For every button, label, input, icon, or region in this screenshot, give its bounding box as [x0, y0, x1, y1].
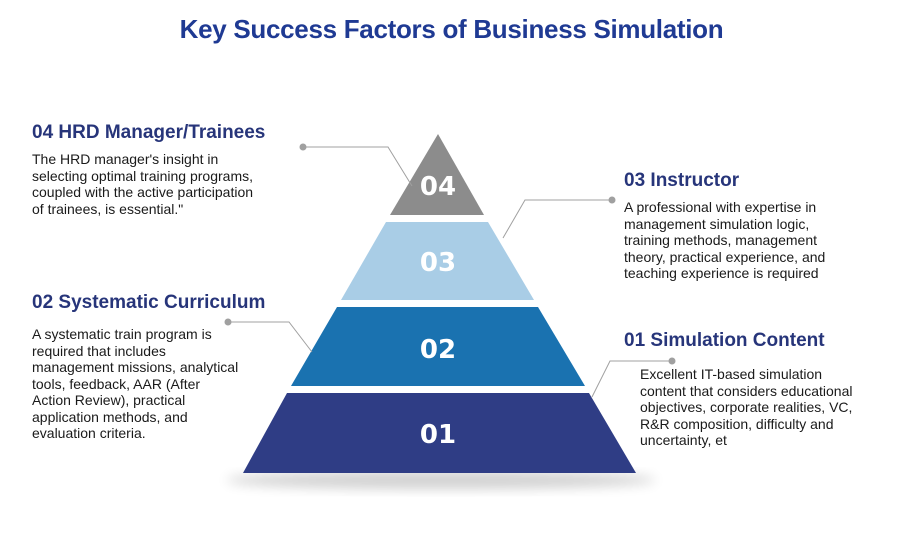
heading-03: 03 Instructor	[624, 170, 740, 191]
heading-04: 04 HRD Manager/Trainees	[32, 122, 266, 143]
description-line: application methods, and	[32, 408, 188, 425]
tier-01-label: 01	[420, 420, 456, 450]
connector-04	[299, 143, 413, 187]
description-line: Action Review), practical	[32, 392, 186, 408]
connector-02	[224, 318, 313, 353]
description-line: Excellent IT-based simulation	[640, 366, 823, 382]
info-block-03: 03 Instructor A professional with expert…	[624, 170, 825, 282]
description-line: A professional with expertise in	[624, 199, 817, 215]
description-line: selecting optimal training programs,	[32, 167, 253, 184]
tier-04-label: 04	[420, 172, 456, 202]
tier-04-shape	[390, 134, 484, 215]
tier-03-shape	[341, 222, 534, 300]
description-line: A systematic train program is	[32, 326, 212, 342]
description-line: theory, practical experience, and	[624, 248, 826, 265]
connector-03	[502, 196, 616, 239]
tier-02-shape	[291, 307, 585, 386]
description-line: of trainees, is essential."	[32, 200, 184, 217]
description-line: teaching experience is required	[624, 265, 819, 281]
description-line: management simulation logic,	[624, 215, 810, 232]
page-title: Key Success Factors of Business Simulati…	[179, 14, 724, 44]
tier-01-shape	[243, 393, 636, 473]
description-line: The HRD manager's insight in	[32, 151, 219, 167]
info-block-02: 02 Systematic Curriculum A systematic tr…	[32, 292, 265, 442]
description-line: objectives, corporate realities, VC,	[640, 399, 853, 415]
info-block-04: 04 HRD Manager/Trainees The HRD manager'…	[32, 122, 265, 217]
info-block-01: 01 Simulation Content Excellent IT-based…	[624, 330, 852, 449]
tier-02-label: 02	[420, 335, 456, 365]
description-line: management missions, analytical	[32, 359, 239, 375]
description-line: tools, feedback, AAR (After	[32, 375, 201, 392]
tier-03-label: 03	[420, 248, 456, 278]
description-line: required that includes	[32, 342, 166, 359]
connector-01	[591, 357, 676, 398]
description-line: content that considers educational	[640, 382, 853, 399]
description-line: training methods, management	[624, 232, 817, 248]
heading-02: 02 Systematic Curriculum	[32, 292, 266, 313]
description-line: uncertainty, et	[640, 432, 727, 448]
pyramid-shadow	[226, 471, 656, 489]
heading-01: 01 Simulation Content	[624, 330, 825, 351]
description-line: R&R composition, difficulty and	[640, 415, 834, 432]
description-line: evaluation criteria.	[32, 425, 146, 441]
description-line: coupled with the active participation	[32, 184, 254, 200]
